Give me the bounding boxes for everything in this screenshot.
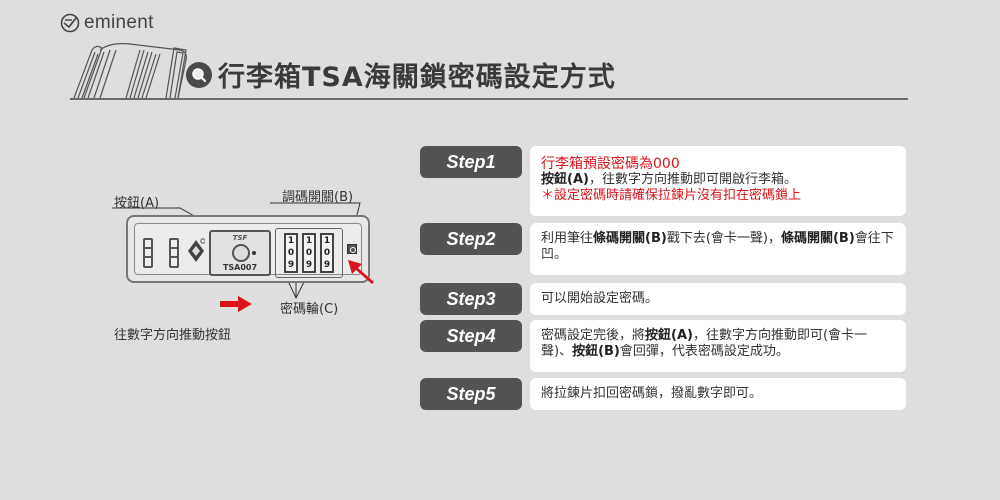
step-card: 可以開始設定密碼。 [530,283,906,315]
step-card: 利用筆往條碼開關(B)戳下去(會卡一聲)，條碼開關(B)會往下凹。 [530,223,906,275]
step-text: 可以開始設定密碼。 [541,291,659,306]
step-card: 密碼設定完後，將按鈕(A)，往數字方向推動即可(會卡一聲)、按鈕(B)會回彈，代… [530,320,906,372]
bold-term: 按鈕(B) [572,344,620,359]
lock-slot [169,238,179,268]
step-badge: Step5 [420,378,522,410]
header-divider [70,98,908,100]
right-arrow-icon [220,296,252,312]
lock-brand: TSF [232,234,248,242]
step-card: 將拉鍊片扣回密碼鎖，撥亂數字即可。 [530,378,906,410]
diagonal-arrow-icon [348,260,374,284]
step-3: Step3 可以開始設定密碼。 [420,283,906,315]
bold-term: 條碼開關(B) [593,231,667,246]
step-text: 密碼設定完後，將 [541,328,646,343]
step-text: 會往下凹。 [541,231,894,262]
step-text: 會回彈，代表密碼設定成功。 [619,344,789,359]
button-a: TSF TSA007 [209,230,271,276]
step-4: Step4 密碼設定完後，將按鈕(A)，往數字方向推動即可(會卡一聲)、按鈕(B… [420,320,906,372]
lock-model: TSA007 [222,263,258,272]
bold-term: 條碼開關(B) [780,231,855,246]
label-wheels-c: 密碼輪(C) [280,302,339,317]
label-button-a: 按鈕(A) [114,196,160,211]
default-password-note: 行李箱預設密碼為000 [541,156,680,172]
step-text: ，往數字方向推動即可(會卡一聲)、 [541,328,868,359]
step-text: 戳下去(會卡一聲)， [666,231,781,246]
label-switch-b: 調碼開關(B) [282,190,354,205]
warning-note: ＊設定密碼時請確保拉鍊片沒有扣在密碼鎖上 [541,188,802,203]
switch-b [347,244,357,254]
step-badge: Step4 [420,320,522,352]
step-1: Step1 行李箱預設密碼為000 按鈕(A)，往數字方向推動即可開啟行李箱。 … [420,146,906,216]
step-5: Step5 將拉鍊片扣回密碼鎖，撥亂數字即可。 [420,378,906,410]
eminent-logo-icon [60,13,80,33]
step-text: ，往數字方向推動即可開啟行李箱。 [588,172,797,187]
step-text: 將拉鍊片扣回密碼鎖，撥亂數字即可。 [541,386,763,401]
page-title-block: 行李箱TSA海關鎖密碼設定方式 [186,55,616,94]
step-badge: Step3 [420,283,522,315]
step-text: 利用筆往 [541,231,594,246]
page-title: 行李箱TSA海關鎖密碼設定方式 [218,62,616,93]
brand-logo: eminent [60,12,154,34]
step-2: Step2 利用筆往條碼開關(B)戳下去(會卡一聲)，條碼開關(B)會往下凹。 [420,223,906,275]
lock-slot [143,238,153,268]
search-icon [186,61,212,88]
tsa-diamond-icon [188,238,205,262]
step-card: 行李箱預設密碼為000 按鈕(A)，往數字方向推動即可開啟行李箱。 ＊設定密碼時… [530,146,906,216]
step-badge: Step2 [420,223,522,255]
bold-term: 按鈕(A) [645,328,693,343]
label-push-direction: 往數字方向推動按鈕 [114,328,232,343]
step-badge: Step1 [420,146,522,178]
bold-term: 按鈕(A) [541,172,589,187]
brand-name: eminent [84,12,154,33]
key-cylinder-icon [232,244,256,262]
suitcase-illustration-icon [73,43,187,99]
